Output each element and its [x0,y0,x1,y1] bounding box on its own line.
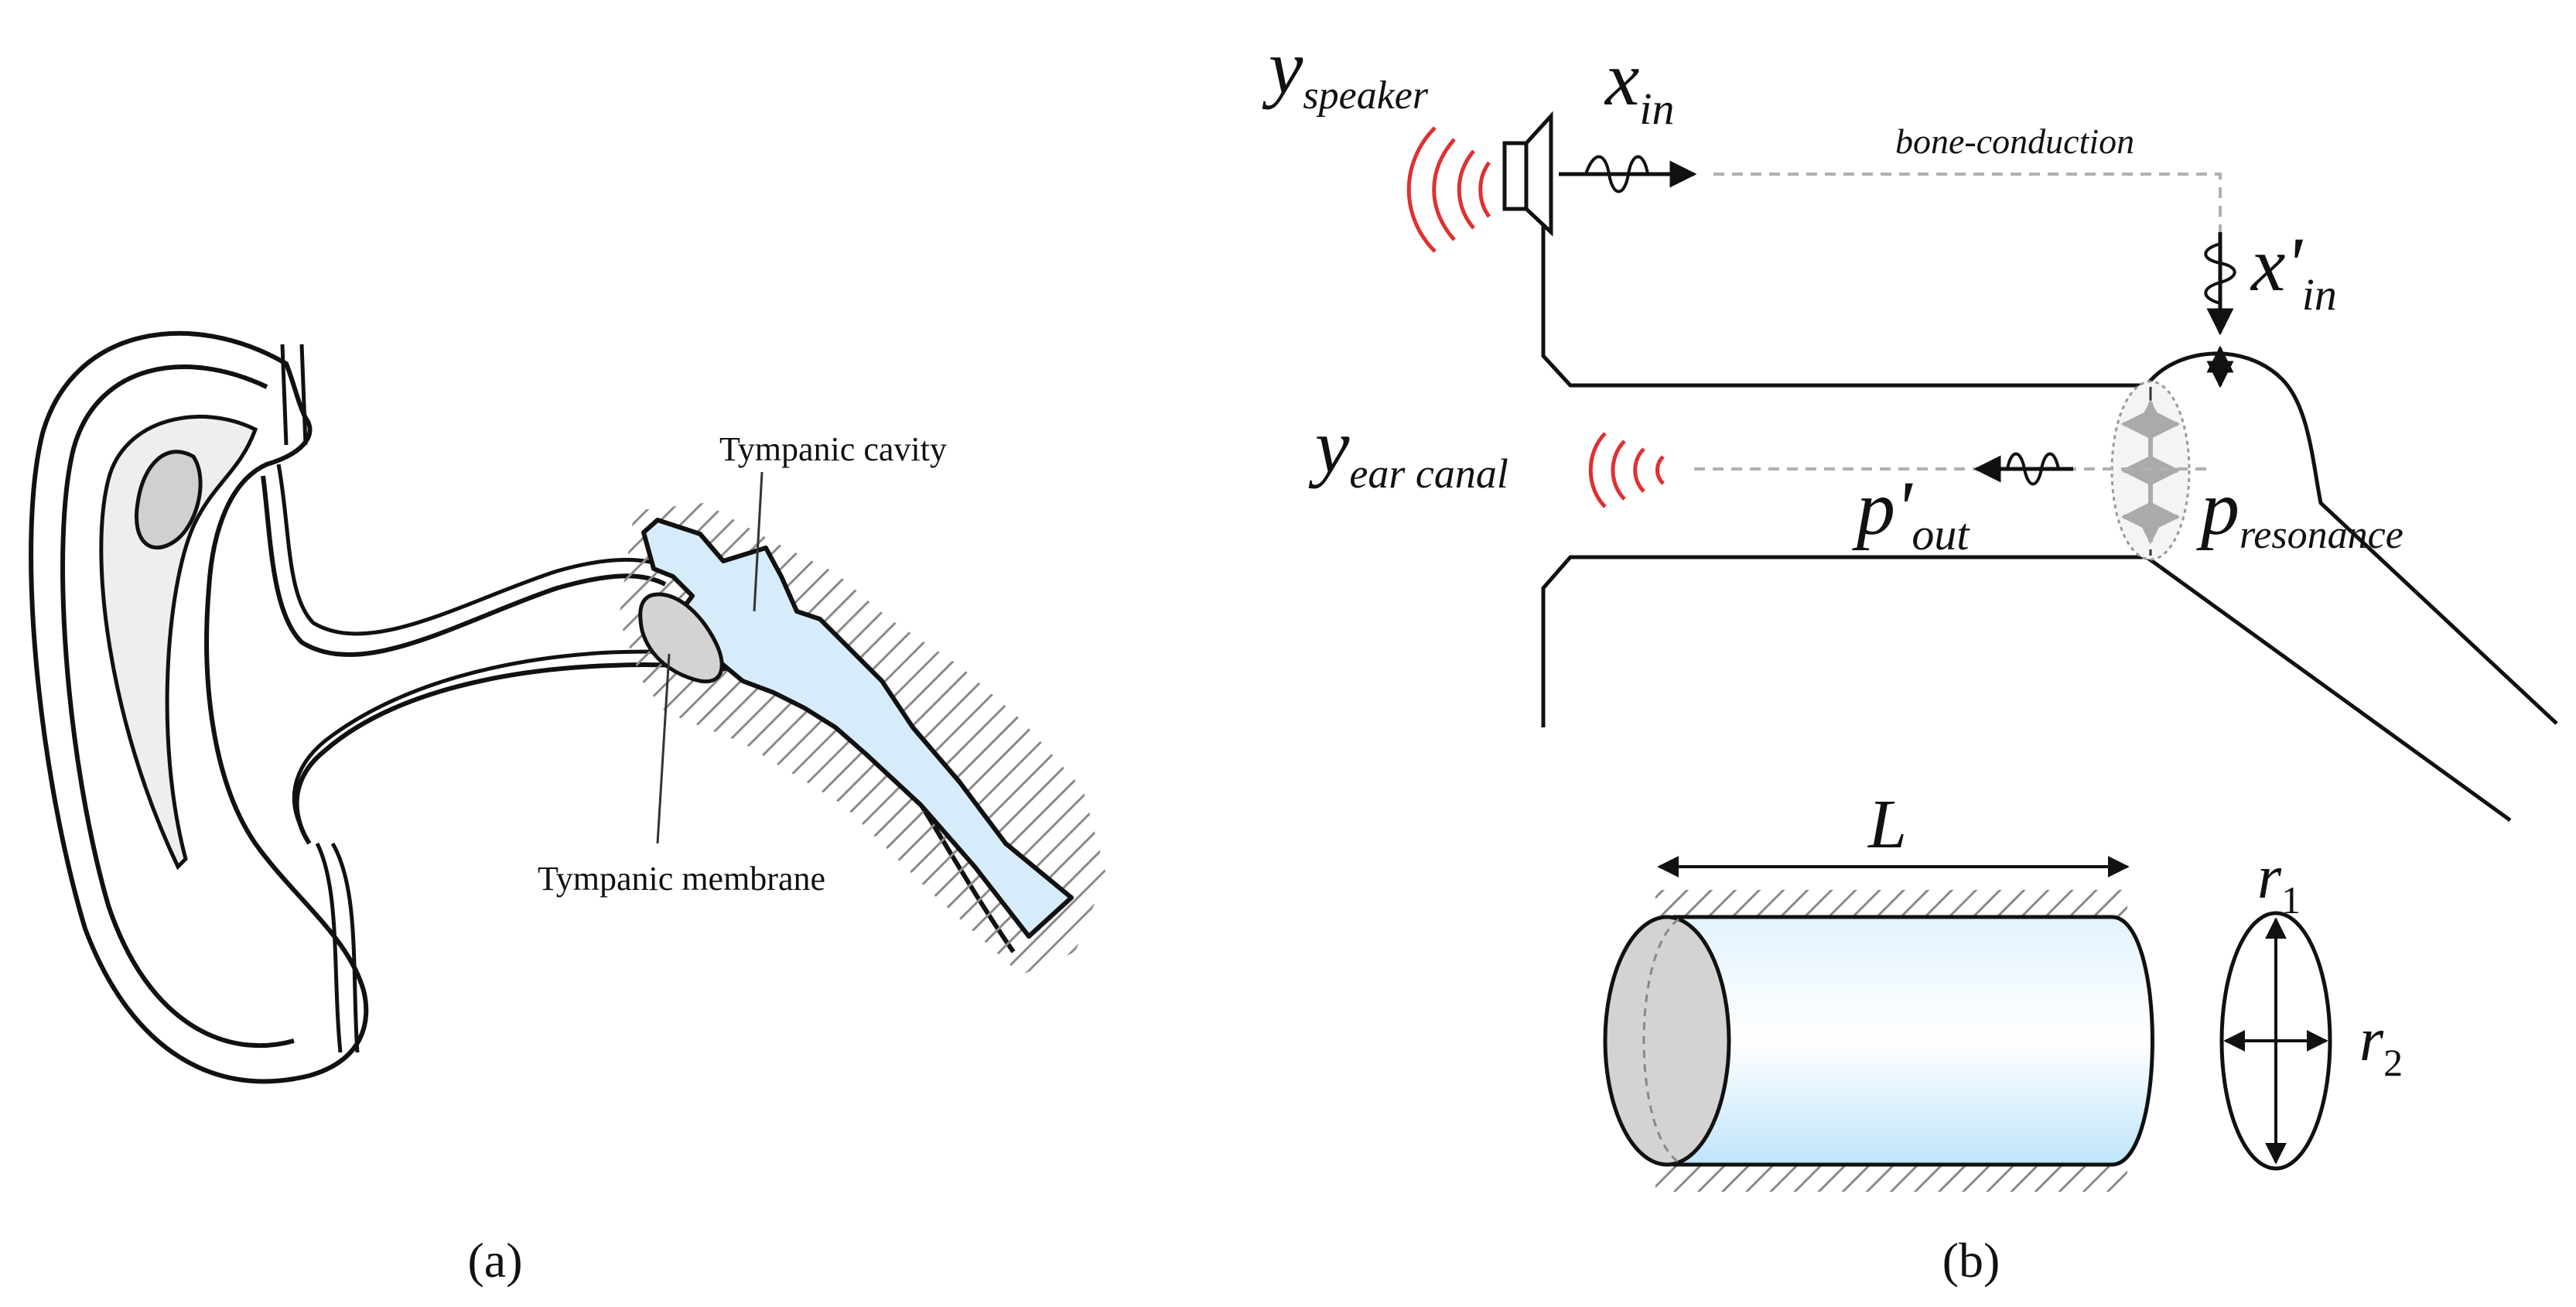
input-wave-icon [1584,155,1649,193]
tympanic-membrane [638,592,724,684]
canal-floor-slant [2145,555,2512,823]
ear-canal-output-label: year canal [1308,403,1508,497]
panel-a-ear-anatomy: Tympanic cavity Tympanic membrane (a) [29,330,1106,1288]
length-label: L [1867,786,1907,863]
input-signal-label: xin [1604,36,1675,134]
bone-input-label: x'in [2250,221,2337,320]
cylinder-end-face [1603,915,1731,1167]
ear-canal-upper-wall-inner [276,464,674,636]
tympanic-cavity-leader [753,471,764,612]
radius2-label: r2 [2359,1006,2403,1084]
output-wave-icon [2006,452,2060,486]
tympanic-bulge [2144,351,2558,725]
helix-stem [280,344,308,446]
speaker-sound-waves [1406,126,1491,253]
canal-lower-wall [1541,555,2147,727]
speaker-icon [1502,111,1553,237]
panel-a-caption: (a) [467,1233,522,1288]
ear-canal-sound-waves [1588,432,1665,508]
lobe-stem [315,842,360,1053]
bone-conduction-path [1713,173,2222,279]
panel-b-caption: (b) [1942,1233,2000,1288]
cylinder-model: L [1603,786,2154,1192]
tragus [135,450,203,550]
cylinder-end-dashed [1642,918,1679,1164]
radius1-label: r1 [2257,843,2301,922]
output-pressure-label: p'out [1852,465,1970,559]
tympanic-membrane-leader [656,653,671,844]
resonance-pressure-label: presonance [2196,465,2403,557]
speaker-output-label: yspeaker [1262,24,1429,118]
bone-input-wave-icon [2204,242,2236,305]
cross-section: r1 r2 [2219,843,2403,1171]
ear-canal-upper-wall [261,475,667,657]
panel-b-canal-model: bone-conduction [1262,24,2558,1288]
tympanic-membrane-label: Tympanic membrane [538,860,825,898]
bone-conduction-label: bone-conduction [1895,121,2134,161]
canal-upper-wall [1541,224,2147,388]
pinna-inner-rim [60,364,295,1049]
tympanic-cavity-label: Tympanic cavity [719,430,947,468]
cylinder-body [1672,915,2154,1167]
